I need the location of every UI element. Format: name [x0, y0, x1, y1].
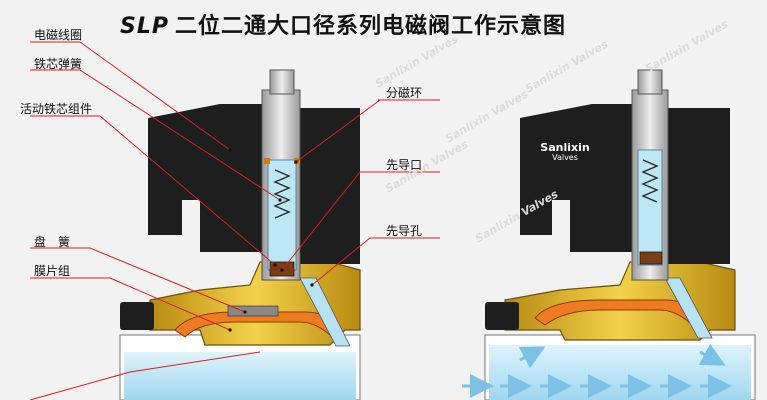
label-core-spring: 铁芯弹簧	[34, 57, 83, 71]
label-pilot-port: 先导口	[386, 158, 423, 172]
right-stop-block	[485, 302, 519, 330]
right-core-spring	[641, 159, 659, 203]
label-diaphragm: 膜片组	[34, 264, 71, 278]
right-fluid	[489, 345, 751, 400]
right-coil	[520, 104, 632, 252]
title-text: 二位二通大口径系列电磁阀工作示意图	[175, 14, 567, 39]
left-pilot-channel	[299, 277, 351, 347]
right-coil-right	[668, 108, 730, 264]
left-shading-ring-a	[264, 158, 270, 164]
label-coil: 电磁线圈	[34, 28, 83, 42]
label-shading-ring: 分磁环	[386, 86, 423, 100]
left-stop-block	[120, 302, 154, 330]
left-coil-right	[300, 108, 360, 264]
left-core-spring	[273, 169, 291, 219]
left-disc-spring	[227, 305, 279, 317]
flow-arrows	[462, 343, 732, 398]
label-disc-spring: 盘 簧	[34, 235, 71, 249]
right-pilot-seal	[639, 251, 663, 265]
label-underlines	[378, 99, 440, 239]
right-stem-cap	[637, 69, 663, 95]
leader-dots	[228, 148, 314, 332]
title-prefix: SLP	[120, 14, 169, 39]
logo-sub: Valves	[552, 152, 578, 162]
logo-name: Sanlixin	[540, 141, 590, 154]
brand-logo: Sanlixin Valves	[530, 142, 600, 162]
left-fluid	[124, 352, 356, 400]
right-pilot-channel	[664, 277, 713, 339]
label-core-assembly: 活动铁芯组件	[20, 102, 93, 116]
left-stem-cap	[269, 69, 295, 95]
valve-open	[462, 69, 756, 400]
left-coil	[148, 104, 262, 252]
label-pilot-hole: 先导孔	[386, 224, 423, 238]
right-core-tube	[637, 149, 663, 266]
